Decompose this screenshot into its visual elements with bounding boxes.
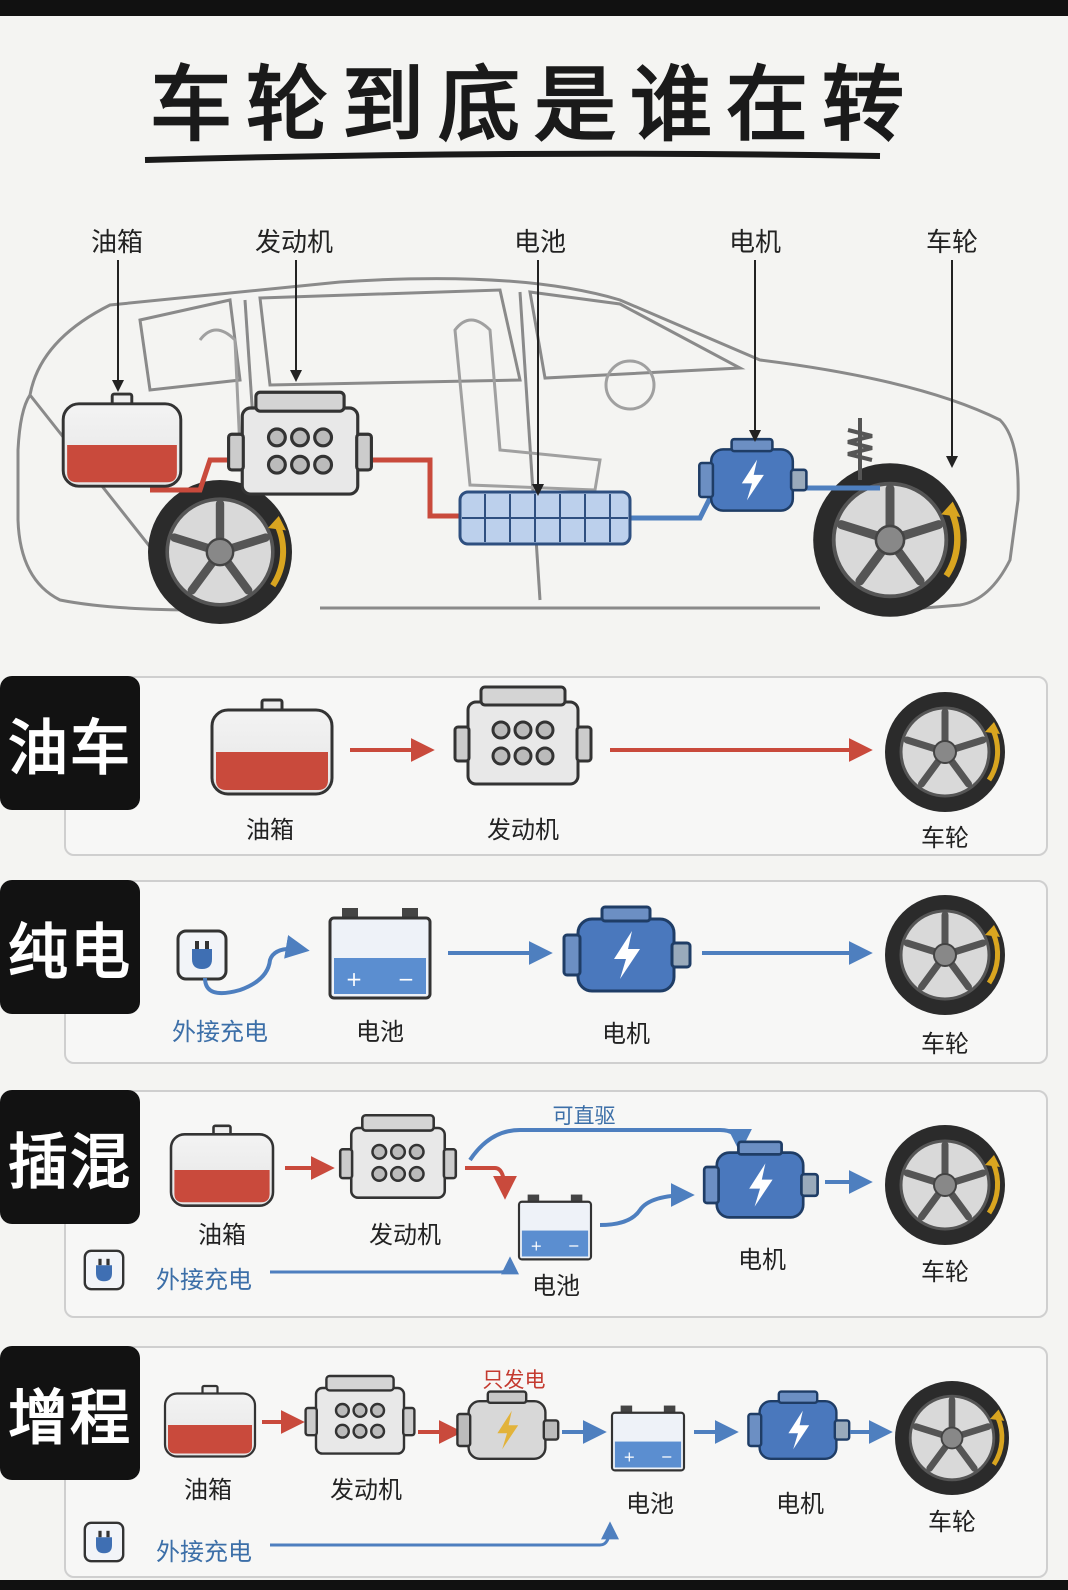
row3-label-direct: 可直驱 [552, 1104, 616, 1128]
badge-erev: 增程 [0, 1346, 140, 1480]
row4-wheel [895, 1381, 1009, 1495]
car-tank [61, 392, 183, 488]
row3-wheel [885, 1125, 1005, 1245]
car-seats [198, 318, 656, 492]
bottom-border [0, 1580, 1068, 1590]
row2-label-plug: 外接充电 [172, 1018, 268, 1046]
row3-battery [517, 1193, 593, 1261]
row1-tank [210, 698, 334, 796]
badge-phev: 插混 [0, 1090, 140, 1224]
row-panel-erev [64, 1346, 1048, 1578]
row4-battery [610, 1404, 686, 1472]
row4-label-generator: 只发电 [482, 1368, 546, 1392]
row1-label-tank: 油箱 [246, 816, 294, 844]
front-suspension [847, 418, 873, 480]
badge-ice: 油车 [0, 676, 140, 810]
row2-battery [328, 906, 432, 1000]
row2-arrow-plug [203, 935, 310, 995]
car-label-motor: 电机 [728, 228, 782, 258]
car-label-tank: 油箱 [90, 228, 144, 258]
row3-tank [169, 1124, 275, 1207]
row1-engine [453, 685, 593, 786]
row4-generator [456, 1390, 560, 1461]
row2-plug [176, 929, 228, 981]
row4-tank [163, 1384, 257, 1458]
row4-arrow-plug [270, 1521, 619, 1547]
row4-plug [83, 1521, 125, 1563]
row2-label-wheel: 车轮 [921, 1030, 969, 1058]
row4-label-engine: 发动机 [330, 1476, 402, 1504]
row4-label-motor: 电机 [776, 1490, 824, 1518]
car-motor [698, 437, 808, 512]
page-title: 车轮到底是谁在转 [149, 58, 918, 153]
row3-arrow-direct [468, 1128, 752, 1162]
row2-label-motor: 电机 [602, 1020, 650, 1048]
car-battery-pack [458, 490, 632, 546]
row-panel-bev [64, 880, 1048, 1064]
row3-label-engine: 发动机 [369, 1221, 441, 1249]
row3-arrow-2 [599, 1183, 695, 1227]
row3-plug [83, 1249, 125, 1291]
row3-label-battery: 电池 [532, 1272, 580, 1300]
row4-engine [304, 1374, 416, 1455]
row4-label-tank: 油箱 [184, 1476, 232, 1504]
row3-label-motor: 电机 [738, 1246, 786, 1274]
row3-arrow-plug [270, 1256, 519, 1275]
row3-arrow-charge [465, 1166, 517, 1200]
leader-lines [117, 260, 953, 488]
row2-motor [562, 905, 692, 993]
row3-label-wheel: 车轮 [921, 1258, 969, 1286]
title-underline [144, 150, 881, 163]
row3-label-plug: 外接充电 [156, 1266, 252, 1294]
car-label-wheel: 车轮 [925, 228, 979, 258]
row2-wheel [885, 895, 1005, 1015]
row4-label-wheel: 车轮 [928, 1508, 976, 1536]
row1-label-engine: 发动机 [487, 816, 559, 844]
badge-bev: 纯电 [0, 880, 140, 1014]
row1-label-wheel: 车轮 [921, 824, 969, 852]
row3-motor [702, 1140, 819, 1219]
row4-label-plug: 外接充电 [156, 1538, 252, 1566]
car-label-engine: 发动机 [254, 228, 334, 258]
row3-engine [338, 1113, 458, 1199]
car-rear-wheel [148, 480, 292, 624]
row2-label-battery: 电池 [356, 1018, 404, 1046]
row3-label-tank: 油箱 [198, 1221, 246, 1249]
row1-wheel [885, 692, 1005, 812]
row4-motor [747, 1390, 851, 1461]
car-label-battery: 电池 [513, 228, 567, 258]
car-engine [227, 390, 373, 496]
car-body [16, 277, 1020, 612]
row4-label-battery: 电池 [626, 1490, 674, 1518]
top-border [0, 0, 1068, 16]
